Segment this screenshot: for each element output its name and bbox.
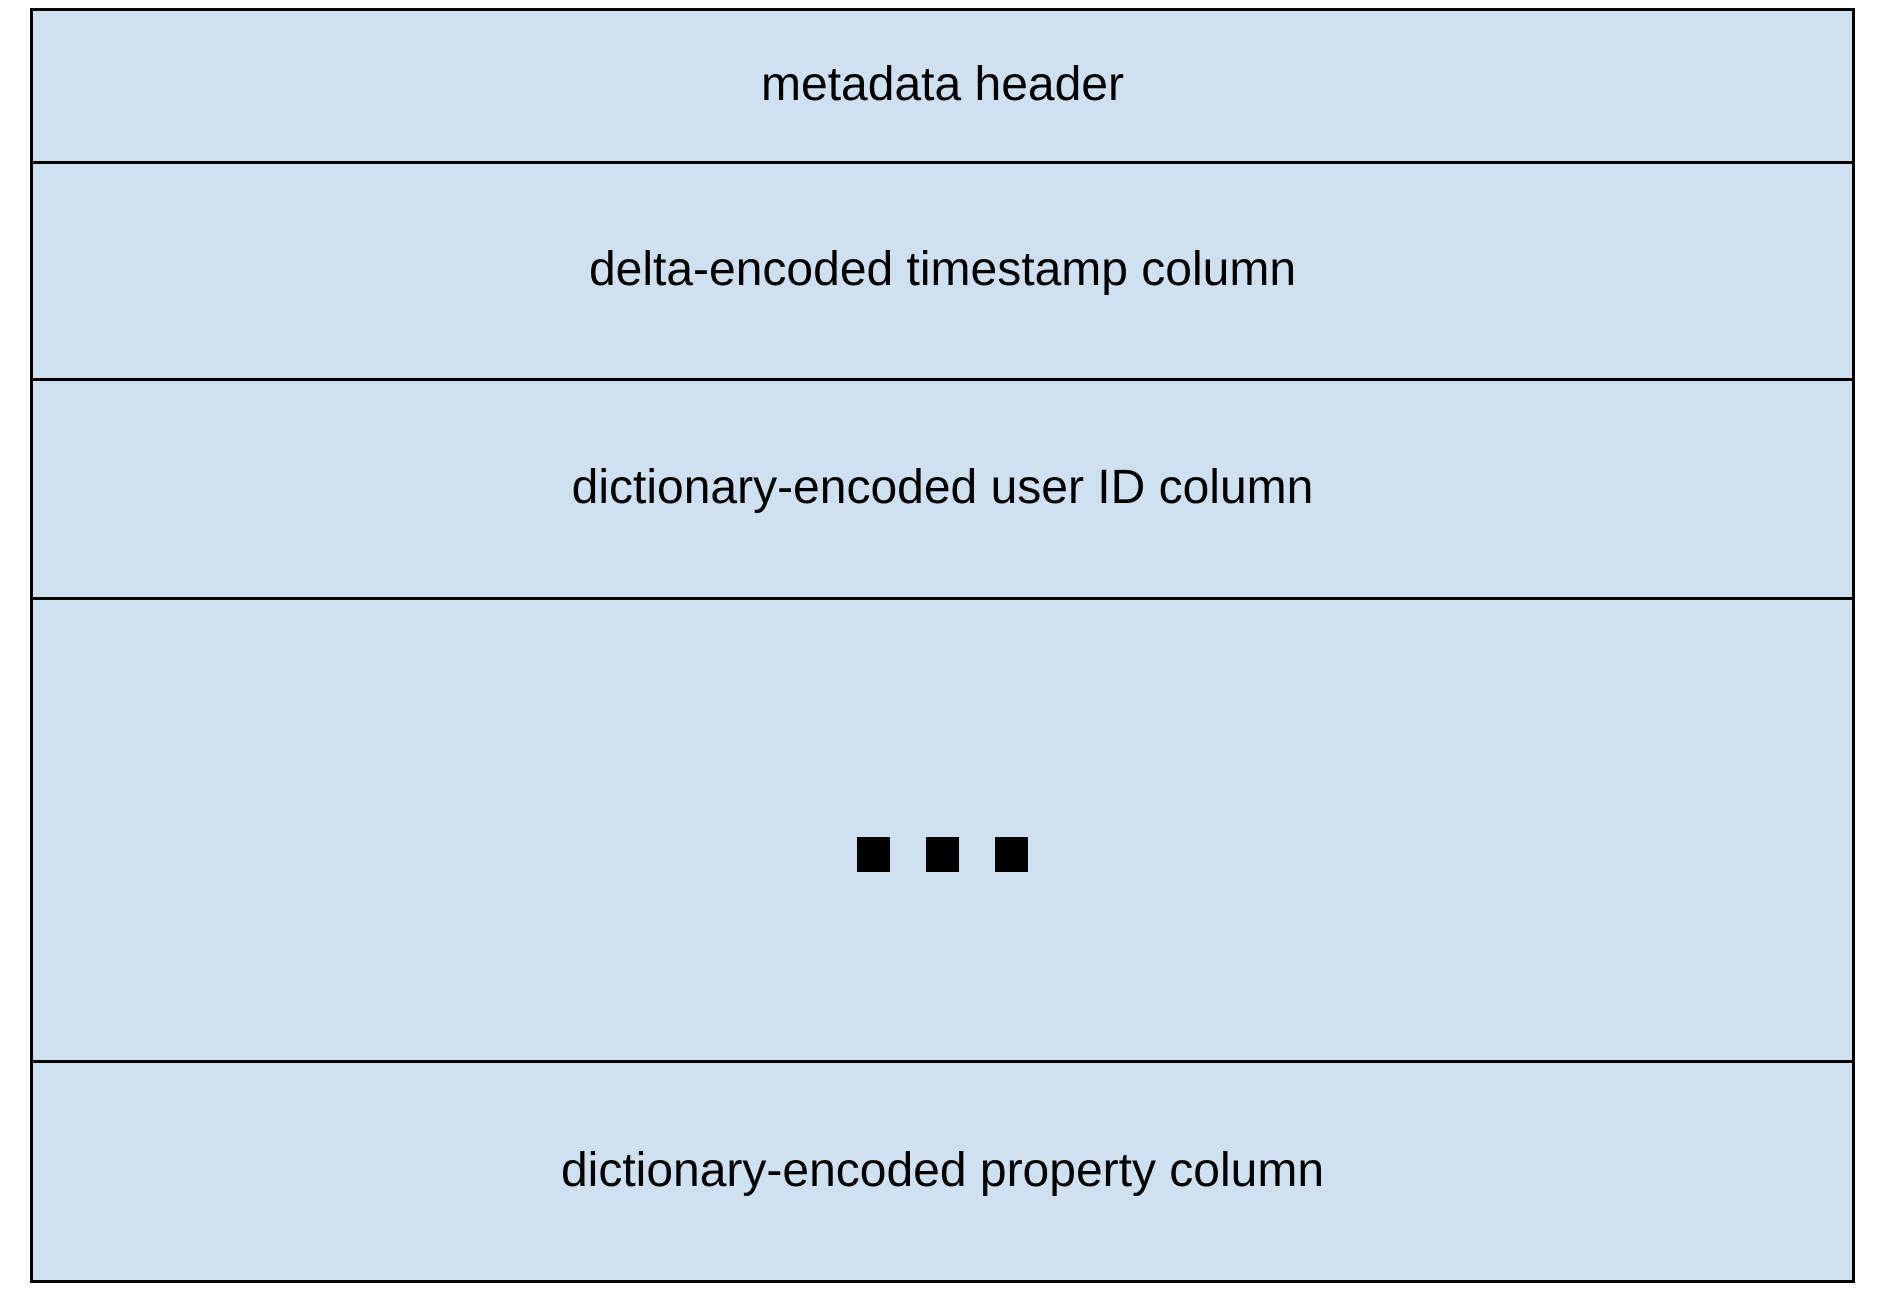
ellipsis-square-icon <box>995 836 1028 872</box>
columnar-file-layout-diagram: metadata header delta-encoded timestamp … <box>30 8 1855 1283</box>
segment-timestamp-column: delta-encoded timestamp column <box>33 163 1852 382</box>
segment-metadata-header-label: metadata header <box>761 58 1124 112</box>
ellipsis-square-icon <box>926 836 959 872</box>
segment-property-column: dictionary-encoded property column <box>33 1062 1852 1280</box>
vertical-ellipsis-icon <box>33 836 1852 872</box>
segment-omitted-columns <box>33 599 1852 1063</box>
segment-metadata-header: metadata header <box>33 11 1852 164</box>
ellipsis-square-icon <box>857 836 890 872</box>
segment-user-id-column: dictionary-encoded user ID column <box>33 381 1852 600</box>
segment-timestamp-column-label: delta-encoded timestamp column <box>588 243 1297 297</box>
segment-user-id-column-label: dictionary-encoded user ID column <box>571 461 1314 515</box>
segment-property-column-label: dictionary-encoded property column <box>560 1143 1325 1197</box>
